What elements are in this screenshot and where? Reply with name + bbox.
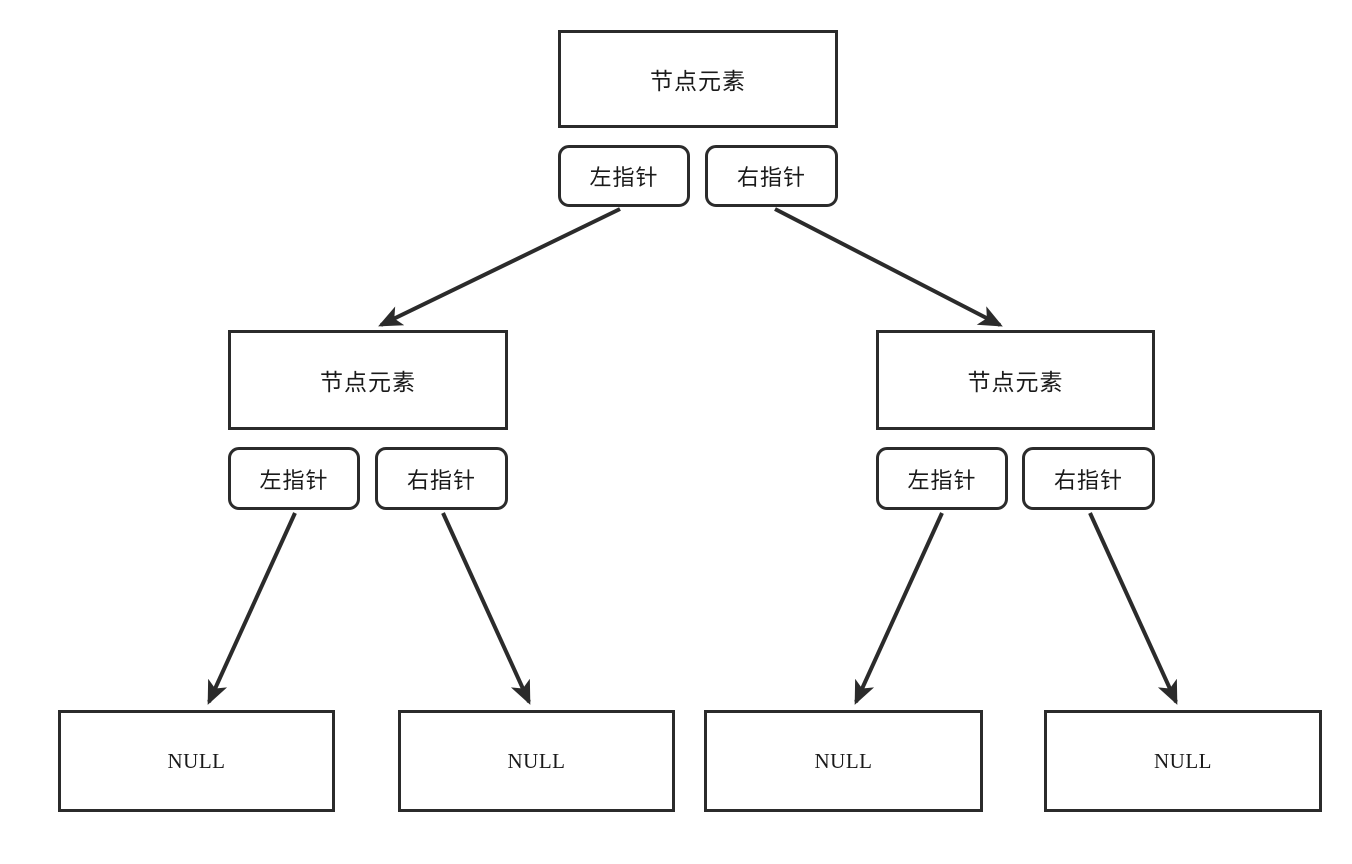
null-box-4: NULL bbox=[1044, 710, 1322, 812]
right-child-right-pointer-box[interactable]: 右指针 bbox=[1022, 447, 1155, 510]
edge-root-left-to-left-child bbox=[378, 207, 621, 327]
null-box-2: NULL bbox=[398, 710, 675, 812]
right-child-element-box: 节点元素 bbox=[876, 330, 1155, 430]
null-box-3: NULL bbox=[704, 710, 983, 812]
edge-right-child-right-to-null-4 bbox=[1088, 512, 1178, 705]
null-box-1: NULL bbox=[58, 710, 335, 812]
edge-left-child-left-to-null-1 bbox=[207, 512, 297, 705]
root-right-pointer-box[interactable]: 右指针 bbox=[705, 145, 838, 207]
root-element-box: 节点元素 bbox=[558, 30, 838, 128]
edge-root-right-to-right-child bbox=[774, 207, 1003, 327]
edge-left-child-right-to-null-2 bbox=[441, 512, 531, 705]
left-child-right-pointer-box[interactable]: 右指针 bbox=[375, 447, 508, 510]
right-child-left-pointer-box[interactable]: 左指针 bbox=[876, 447, 1008, 510]
left-child-left-pointer-box[interactable]: 左指针 bbox=[228, 447, 360, 510]
edge-right-child-left-to-null-3 bbox=[854, 512, 944, 705]
left-child-element-box: 节点元素 bbox=[228, 330, 508, 430]
root-left-pointer-box[interactable]: 左指针 bbox=[558, 145, 690, 207]
